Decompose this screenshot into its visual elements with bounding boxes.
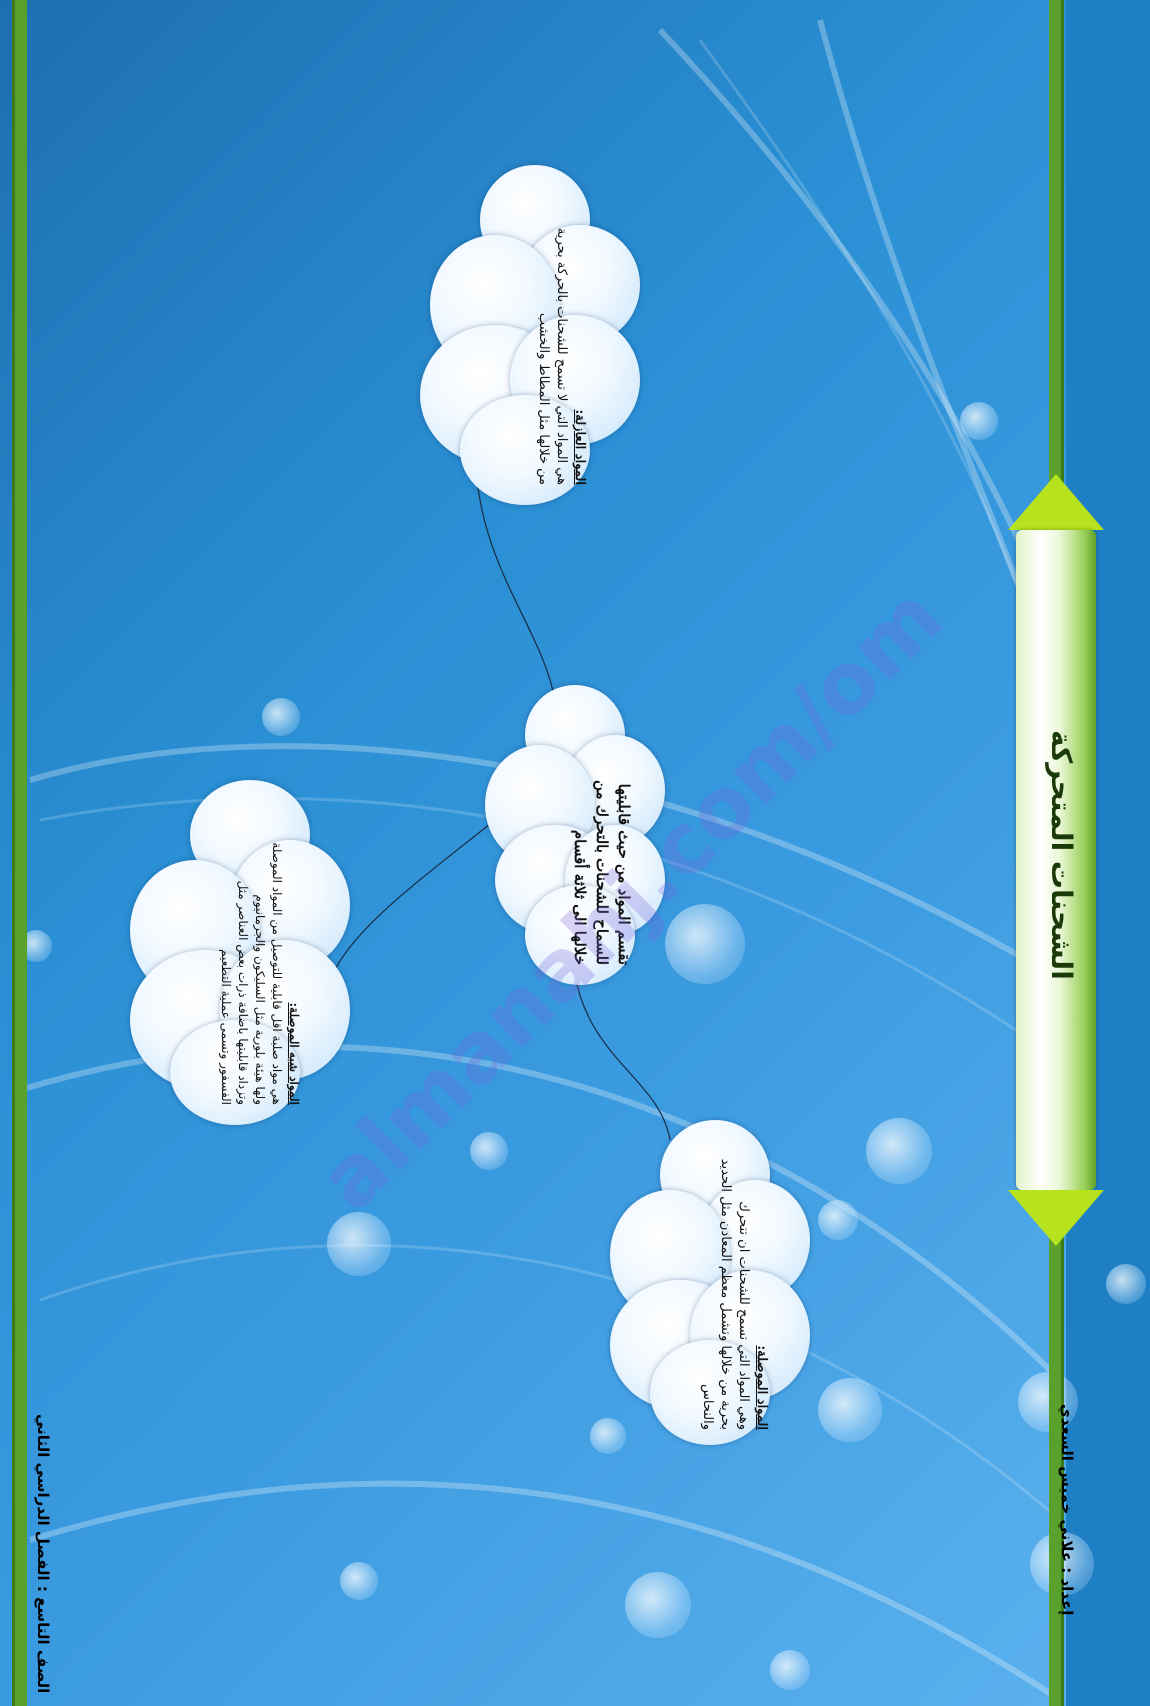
bokeh-circle	[327, 1212, 391, 1276]
title-banner: الشحنات المتحركة	[1008, 474, 1104, 1246]
bokeh-circle	[818, 1200, 858, 1240]
semiconductors-line: الفسفور وتسمى عملية التطعيم	[219, 948, 233, 1105]
center-cloud: تقسم المواد من حيث قابليتها للسماح للشحن…	[485, 685, 665, 985]
bokeh-circle	[770, 1650, 810, 1690]
bokeh-circle	[590, 1418, 626, 1454]
insulators-line: هي المواد التي لا تسمح للشحنات بالحركة ب…	[554, 227, 569, 485]
bokeh-circle	[625, 1572, 691, 1638]
left-green-stripe	[12, 0, 27, 1706]
bokeh-circle	[960, 402, 998, 440]
semiconductors-cloud: المواد شبه الموصلة: هي مواد صلبة اقل قاب…	[130, 780, 350, 1125]
bokeh-circle	[665, 904, 745, 984]
grade-term-label: الصف التاسع : الفصل الدراسي الثاني	[34, 1414, 52, 1694]
insulators-line: من خلالها مثل المطاط والخشب	[536, 312, 551, 485]
bokeh-circle	[818, 1378, 882, 1442]
banner-arrow-bottom-icon	[1008, 1190, 1104, 1246]
conductors-line: بحرية من خلالها وتشمل معظم المعادن مثل ا…	[718, 1158, 733, 1430]
semiconductors-line: هي مواد صلبة اقل قابلية للتوصيل من الموا…	[270, 842, 284, 1105]
conductors-heading: المواد الموصلة:	[754, 1345, 769, 1430]
bokeh-circle	[866, 1118, 932, 1184]
banner-arrow-top-icon	[1008, 474, 1104, 530]
conductors-line: وهي المواد التي تسمح للشحنات ان تتحرك	[736, 1201, 751, 1430]
bokeh-circle	[1018, 1372, 1078, 1432]
bokeh-circle	[340, 1562, 378, 1600]
insulators-heading: المواد العازلة:	[572, 409, 587, 485]
bokeh-circle	[1106, 1264, 1146, 1304]
banner-bar	[1016, 530, 1096, 1190]
bokeh-circle	[262, 698, 300, 736]
conductors-cloud: المواد الموصلة: وهي المواد التي تسمح للش…	[610, 1120, 810, 1445]
semiconductors-line: وتزداد قابليتها باضافة ذرات بعض العناصر …	[236, 880, 250, 1105]
bokeh-circle	[470, 1132, 508, 1170]
conductors-text: المواد الموصلة: وهي المواد التي تسمح للش…	[698, 1145, 770, 1430]
semiconductors-text: المواد شبه الموصلة: هي مواد صلبة اقل قاب…	[217, 805, 302, 1105]
semiconductors-heading: المواد شبه الموصلة:	[287, 1002, 301, 1105]
insulators-cloud: المواد العازلة: هي المواد التي لا تسمح ل…	[420, 165, 640, 505]
insulators-text: المواد العازلة: هي المواد التي لا تسمح ل…	[534, 195, 588, 485]
author-credit: إعداد : علاني خميس السعدي	[1058, 1404, 1076, 1616]
conductors-line: والنحاس	[700, 1384, 715, 1430]
semiconductors-line: ولها هيئة بلورية مثل السليكون والجرمانيو…	[253, 894, 267, 1105]
page-title: الشحنات المتحركة	[1045, 730, 1078, 980]
